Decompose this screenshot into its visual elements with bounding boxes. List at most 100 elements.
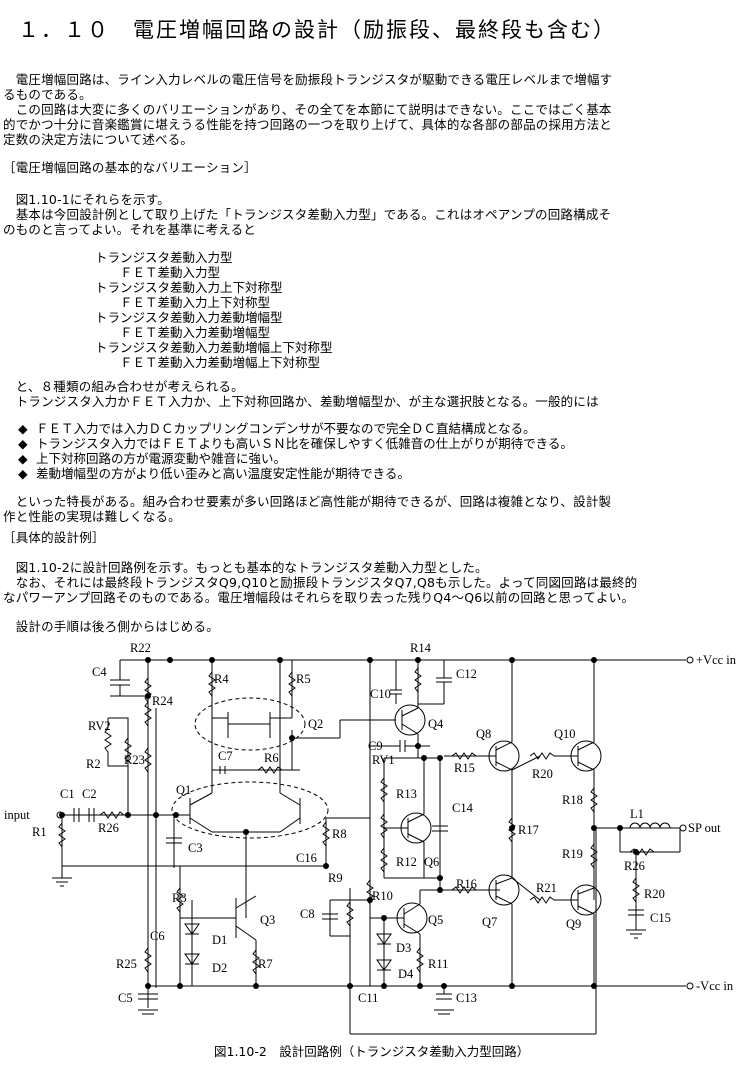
- r22-label: R22: [130, 641, 151, 655]
- r26-output-label: R26: [624, 859, 645, 873]
- c1-label: C1: [60, 787, 75, 801]
- r25-label: R25: [116, 957, 137, 971]
- body-line: なパワーアンプ回路そのものである。電圧増幅段はそれらを取り去った残りQ4～Q6以…: [3, 590, 635, 605]
- variations-intro: 図1.10-1にそれらを示す。 基本は今回設計例として取り上げた「トランジスタ差…: [3, 192, 748, 237]
- q3-label: Q3: [260, 913, 275, 927]
- list-item: トランジスタ差動入力差動増幅上下対称型: [95, 340, 333, 355]
- r12-label: R12: [396, 855, 417, 869]
- diamond-bullet-icon: ◆: [18, 451, 28, 466]
- list-item: ＦＥＴ差動入力型: [95, 265, 221, 280]
- schematic-junctions: [59, 657, 639, 989]
- rv2-label: RV2: [88, 719, 111, 733]
- c15-label: C15: [650, 911, 671, 925]
- intro-paragraph: 電圧増幅回路は、ライン入力レベルの電圧信号を励振段トランジスタが駆動できる電圧レ…: [3, 72, 748, 147]
- input-label: input: [4, 808, 30, 822]
- q5-label: Q5: [428, 913, 443, 927]
- bullet-item: ◆ 上下対称回路の方が電源変動や雑音に強い。: [18, 451, 573, 466]
- r10-label: R10: [372, 889, 393, 903]
- bullet-text: ＦＥＴ入力では入力ＤＣカップリングコンデンサが不要なので完全ＤＣ直結構成となる。: [36, 421, 536, 436]
- r1-label: R1: [32, 825, 47, 839]
- r13-label: R13: [396, 787, 417, 801]
- figure-caption: 図1.10-2 設計回路例（トランジスタ差動入力型回路）: [214, 1044, 530, 1059]
- r2-label: R2: [86, 757, 101, 771]
- feature-bullet-list: ◆ ＦＥＴ入力では入力ＤＣカップリングコンデンサが不要なので完全ＤＣ直結構成となる…: [18, 421, 573, 481]
- body-line: 図1.10-1にそれらを示す。: [3, 192, 170, 207]
- intro-line: 電圧増幅回路は、ライン入力レベルの電圧信号を励振段トランジスタが駆動できる電圧レ…: [3, 72, 613, 87]
- r20-upper-label: R20: [532, 767, 553, 781]
- l1-label: L1: [630, 807, 644, 821]
- q2-label: Q2: [308, 717, 323, 731]
- c10-label: C10: [370, 687, 391, 701]
- schematic-wires: [52, 656, 694, 1035]
- variation-list: トランジスタ差動入力型 ＦＥＴ差動入力型 トランジスタ差動入力上下対称型 ＦＥＴ…: [95, 250, 333, 370]
- r6-label: R6: [264, 751, 279, 765]
- body-line: 図1.10-2に設計回路例を示す。もっとも基本的なトランジスタ差動入力型とした。: [3, 560, 488, 575]
- q9-label: Q9: [566, 917, 581, 931]
- q1-label: Q1: [176, 783, 191, 797]
- q7-label: Q7: [482, 915, 497, 929]
- c6-label: C6: [150, 929, 165, 943]
- r23-label: R23: [124, 753, 145, 767]
- intro-line: この回路は大変に多くのバリエーションがあり、その全てを本節にて説明はできない。こ…: [3, 102, 612, 117]
- bullet-text: 上下対称回路の方が電源変動や雑音に強い。: [36, 451, 287, 466]
- r5-label: R5: [296, 672, 311, 686]
- r8-label: R8: [332, 827, 347, 841]
- c14-label: C14: [452, 801, 474, 815]
- intro-line: るものである。: [3, 87, 92, 102]
- c5-label: C5: [118, 991, 133, 1005]
- body-line: トランジスタ入力かＦＥＴ入力か、上下対称回路か、差動増幅型か、が主な選択肢となる…: [3, 394, 599, 409]
- design-example-paragraph: 図1.10-2に設計回路例を示す。もっとも基本的なトランジスタ差動入力型とした。…: [3, 560, 748, 605]
- intro-line: 的でかつ十分に音楽鑑賞に堪えうる性能を持つ回路の一つを取り上げて、具体的な各部の…: [3, 117, 612, 132]
- list-item: トランジスタ差動入力型: [95, 250, 233, 265]
- body-line: 基本は今回設計例として取り上げた「トランジスタ差動入力型」である。これはオペアン…: [3, 207, 612, 222]
- bullet-text: 差動増幅型の方がより低い歪みと高い温度安定性能が期待できる。: [36, 466, 410, 481]
- r11-label: R11: [428, 957, 448, 971]
- r14-label: R14: [410, 641, 432, 655]
- c3-label: C3: [188, 841, 203, 855]
- bullet-text: トランジスタ入力ではＦＥＴよりも高いＳＮ比を確保しやすく低雑音の仕上がりが期待で…: [36, 436, 573, 451]
- list-item: トランジスタ差動入力上下対称型: [95, 280, 283, 295]
- vcc-negative-label: -Vcc in: [696, 979, 734, 993]
- list-item: トランジスタ差動入力差動増幅型: [95, 310, 283, 325]
- c11-label: C11: [358, 991, 378, 1005]
- r17-label: R17: [518, 823, 539, 837]
- c7-label: C7: [218, 749, 233, 763]
- r16-label: R16: [456, 877, 477, 891]
- r19-label: R19: [562, 847, 583, 861]
- d3-label: D3: [396, 941, 411, 955]
- list-item: ＦＥＴ差動入力差動増幅型: [95, 325, 271, 340]
- c9-label: C9: [368, 739, 383, 753]
- amplifier-schematic: +Vcc in -Vcc in input SP out R22 C4 R24 …: [4, 641, 737, 1035]
- body-line: のものと言ってよい。それを基準に考えると: [3, 222, 257, 237]
- after-list-paragraph: と、８種類の組み合わせが考えられる。 トランジスタ入力かＦＥＴ入力か、上下対称回…: [3, 379, 748, 409]
- r9-label: R9: [328, 871, 343, 885]
- schematic-labels: +Vcc in -Vcc in input SP out R22 C4 R24 …: [4, 641, 737, 1005]
- r26-input-label: R26: [98, 821, 119, 835]
- c4-label: C4: [92, 665, 107, 679]
- r18-label: R18: [562, 793, 583, 807]
- vcc-positive-label: +Vcc in: [696, 653, 737, 667]
- procedure-note: 設計の手順は後ろ側からはじめる。: [3, 619, 219, 634]
- intro-line: 定数の決定方法について述べる。: [3, 132, 194, 147]
- rv1-label: RV1: [372, 753, 395, 767]
- diamond-bullet-icon: ◆: [18, 466, 28, 481]
- section-heading-variations: ［電圧増幅回路の基本的なバリエーション］: [3, 160, 257, 175]
- page-title: １．１０ 電圧増幅回路の設計（励振段、最終段も含む）: [18, 18, 616, 42]
- c16-label: C16: [296, 851, 317, 865]
- body-line: 作と性能の実現は難しくなる。: [3, 509, 181, 524]
- r7-label: R7: [258, 957, 273, 971]
- body-line: なお、それには最終段トランジスタQ9,Q10と励振段トランジスタQ7,Q8も示し…: [3, 575, 638, 590]
- bullet-item: ◆ 差動増幅型の方がより低い歪みと高い温度安定性能が期待できる。: [18, 466, 573, 481]
- bullet-item: ◆ＦＥＴ入力では入力ＤＣカップリングコンデンサが不要なので完全ＤＣ直結構成となる…: [18, 421, 573, 436]
- d4-label: D4: [398, 967, 414, 981]
- r3-label: R3: [172, 891, 187, 905]
- q10-label: Q10: [554, 727, 576, 741]
- d1-label: D1: [212, 933, 227, 947]
- section-heading-design-example: ［具体的設計例］: [3, 530, 105, 545]
- after-bullets-paragraph: といった特長がある。組み合わせ要素が多い回路ほど高性能が期待できるが、回路は複雑…: [3, 494, 748, 524]
- body-line: といった特長がある。組み合わせ要素が多い回路ほど高性能が期待できるが、回路は複雑…: [3, 494, 612, 509]
- r24-label: R24: [152, 694, 174, 708]
- diamond-bullet-icon: ◆: [18, 436, 28, 451]
- sp-out-label: SP out: [688, 821, 721, 835]
- c12-label: C12: [456, 667, 477, 681]
